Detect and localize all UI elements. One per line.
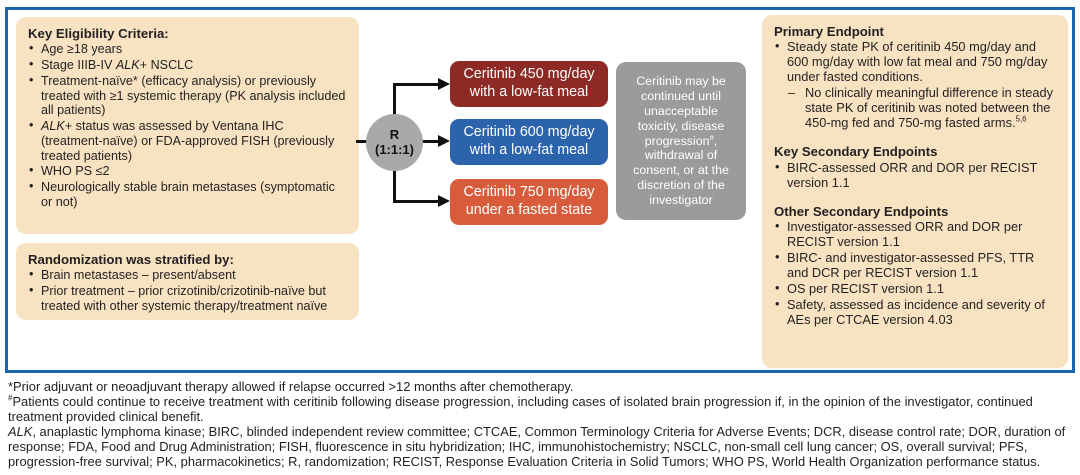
treatment-continuation-box: Ceritinib may be continued until unaccep… [616, 62, 746, 220]
eligibility-item: Neurologically stable brain metastases (… [28, 179, 347, 209]
key-secondary-endpoints-section: Key Secondary Endpoints BIRC-assessed OR… [774, 144, 1056, 190]
primary-endpoint-item: Steady state PK of ceritinib 450 mg/day … [774, 39, 1056, 85]
other-secondary-endpoint-item: OS per RECIST version 1.1 [774, 281, 1056, 297]
arm-box-ceritinib-450: Ceritinib 450 mg/day with a low-fat meal [450, 61, 608, 107]
footnote-hash: #Patients could continue to receive trea… [8, 393, 1033, 425]
randomization-item: Brain metastases – present/absent [28, 267, 347, 283]
key-secondary-endpoints-title: Key Secondary Endpoints [774, 144, 938, 160]
footnote-abbreviations: ALK, anaplastic lymphoma kinase; BIRC, b… [8, 424, 1066, 470]
arrow-line-bottom [393, 200, 438, 203]
primary-endpoint-subitem: No clinically meaningful difference in s… [774, 85, 1056, 131]
key-secondary-endpoints-list: BIRC-assessed ORR and DOR per RECIST ver… [774, 160, 1056, 191]
treatment-continuation-text: Ceritinib may be continued until unaccep… [633, 74, 729, 208]
arrow-line-middle [422, 140, 438, 143]
arm-box-ceritinib-600: Ceritinib 600 mg/day with a low-fat meal [450, 119, 608, 165]
arrowhead-bottom [438, 195, 450, 207]
arm-line2: with a low-fat meal [469, 142, 589, 158]
connector-eligibility-to-r [356, 140, 368, 143]
arm-line2: with a low-fat meal [469, 84, 589, 100]
randomization-list: Brain metastases – present/absent Prior … [28, 267, 347, 313]
eligibility-item: Stage IIIB-IV ALK+ NSCLC [28, 57, 347, 73]
key-secondary-endpoint-item: BIRC-assessed ORR and DOR per RECIST ver… [774, 160, 1056, 191]
footnote-asterisk: *Prior adjuvant or neoadjuvant therapy a… [8, 379, 574, 394]
arm-line2: under a fasted state [465, 202, 593, 218]
randomization-item: Prior treatment – prior crizotinib/crizo… [28, 283, 347, 313]
randomization-node: R (1:1:1) [366, 114, 423, 171]
arm-line1: Ceritinib 450 mg/day [463, 66, 595, 83]
other-secondary-endpoints-title: Other Secondary Endpoints [774, 203, 949, 219]
eligibility-item: Age ≥18 years [28, 41, 347, 57]
eligibility-item: WHO PS ≤2 [28, 163, 347, 179]
other-secondary-endpoint-item: Safety, assessed as incidence and severi… [774, 297, 1056, 328]
eligibility-item: Treatment-naïve* (efficacy analysis) or … [28, 73, 347, 118]
arrowhead-top [438, 78, 450, 90]
arrow-stem-down [393, 167, 396, 203]
primary-endpoint-section: Primary Endpoint Steady state PK of ceri… [774, 24, 1056, 131]
footnotes: *Prior adjuvant or neoadjuvant therapy a… [8, 379, 1074, 470]
primary-endpoint-list: Steady state PK of ceritinib 450 mg/day … [774, 39, 1056, 131]
randomizer-ratio: (1:1:1) [374, 141, 414, 157]
eligibility-title: Key Eligibility Criteria: [28, 26, 169, 41]
endpoints-box: Primary Endpoint Steady state PK of ceri… [762, 15, 1068, 368]
eligibility-list: Age ≥18 years Stage IIIB-IV ALK+ NSCLC T… [28, 41, 347, 209]
other-secondary-endpoint-item: BIRC- and investigator-assessed PFS, TTR… [774, 250, 1056, 281]
arm-line1: Ceritinib 600 mg/day [463, 124, 595, 141]
arm-line1: Ceritinib 750 mg/day [463, 184, 595, 201]
arm-box-ceritinib-750: Ceritinib 750 mg/day under a fasted stat… [450, 179, 608, 225]
other-secondary-endpoint-item: Investigator-assessed ORR and DOR per RE… [774, 219, 1056, 250]
randomization-title: Randomization was stratified by: [28, 252, 234, 267]
arrow-stem-up [393, 84, 396, 117]
eligibility-item: ALK+ status was assessed by Ventana IHC … [28, 118, 347, 163]
other-secondary-endpoints-list: Investigator-assessed ORR and DOR per RE… [774, 219, 1056, 328]
other-secondary-endpoints-section: Other Secondary Endpoints Investigator-a… [774, 204, 1056, 328]
randomization-box: Randomization was stratified by: Brain m… [16, 243, 359, 320]
arrowhead-middle [438, 135, 450, 147]
arrow-line-top [393, 83, 438, 86]
eligibility-box: Key Eligibility Criteria: Age ≥18 years … [16, 17, 359, 234]
primary-endpoint-title: Primary Endpoint [774, 24, 884, 39]
randomizer-label: R [389, 126, 400, 142]
